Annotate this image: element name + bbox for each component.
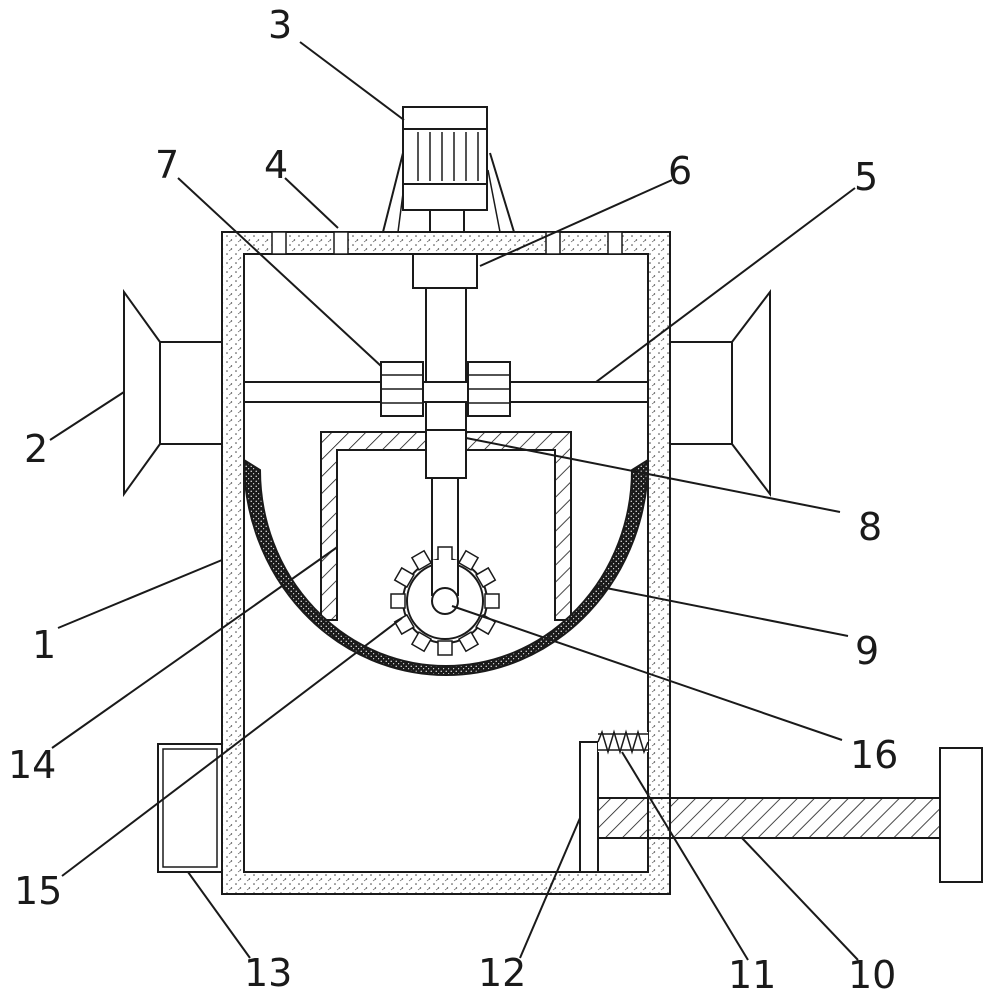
part-labels: 1 2 3 4 5 6 7 8 9 10 11 12 13 14 15 16 <box>8 3 898 997</box>
label-11: 11 <box>728 953 776 997</box>
label-13: 13 <box>244 951 292 995</box>
fan-left <box>123 288 223 498</box>
label-10: 10 <box>848 953 896 997</box>
spring <box>597 729 649 755</box>
label-1: 1 <box>32 623 56 667</box>
baffle-plate <box>579 741 599 873</box>
label-5: 5 <box>854 155 878 199</box>
motor <box>382 106 515 233</box>
label-15: 15 <box>14 869 62 913</box>
label-7: 7 <box>155 143 179 187</box>
label-4: 4 <box>264 143 288 187</box>
label-12: 12 <box>478 951 526 995</box>
label-6: 6 <box>668 149 692 193</box>
support-bar <box>243 361 649 417</box>
label-9: 9 <box>855 629 879 673</box>
outlet-box <box>157 743 223 873</box>
label-8: 8 <box>858 505 882 549</box>
push-rod <box>597 747 983 883</box>
label-2: 2 <box>24 427 48 471</box>
label-14: 14 <box>8 743 56 787</box>
leader-lines <box>49 41 859 961</box>
grinding-bowl <box>242 458 650 676</box>
label-3: 3 <box>268 3 292 47</box>
fan-right <box>669 289 771 497</box>
grinding-wheel <box>390 546 500 656</box>
label-16: 16 <box>850 733 898 777</box>
